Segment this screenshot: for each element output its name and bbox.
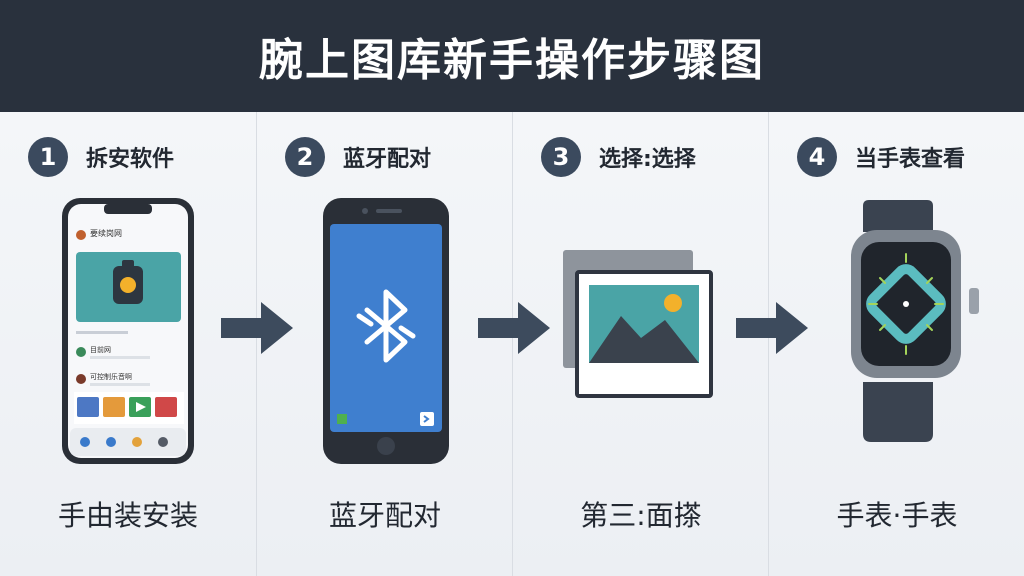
phone-icon [62, 198, 194, 464]
step-3-title: 选择:选择 [599, 147, 696, 172]
step-1-panel: 1 拆安软件 [0, 112, 256, 576]
phone-list-item-1: 目前网 [90, 346, 111, 354]
step-1-header: 1 拆安软件 [28, 137, 174, 177]
arrow-right-icon [736, 298, 810, 358]
step-3-caption: 第三:面搽 [580, 499, 702, 532]
phone-app-illustration: 要续岗网 目前网 可控制乐音啊 [0, 192, 256, 472]
step-4-panel: 4 当手表查看 [768, 112, 1024, 576]
photo-illustration [513, 192, 769, 472]
bluetooth-icon [356, 289, 416, 363]
step-2-badge: 2 [285, 137, 325, 177]
smartwatch-illustration [769, 192, 1024, 472]
step-1-caption: 手由装安装 [57, 499, 198, 532]
step-2-title: 蓝牙配对 [343, 147, 432, 172]
step-2-panel: 2 蓝牙配对 蓝牙配对 [256, 112, 512, 576]
step-1-title: 拆安软件 [86, 147, 175, 172]
arrow-right-icon [478, 298, 552, 358]
phone-list-item-2: 可控制乐音啊 [90, 373, 132, 381]
step-3-header: 3 选择:选择 [541, 137, 696, 177]
step-4-badge: 4 [797, 137, 837, 177]
page-title: 腕上图库新手操作步骤图 [259, 35, 765, 86]
header-bar: 腕上图库新手操作步骤图 [0, 0, 1024, 112]
steps-row: 1 拆安软件 [0, 112, 1024, 576]
phone-header-label: 要续岗网 [90, 229, 122, 238]
arrow-right-icon [221, 298, 295, 358]
step-4-caption: 手表·手表 [836, 499, 958, 532]
step-1-badge: 1 [28, 137, 68, 177]
bluetooth-phone-illustration [257, 192, 513, 472]
step-4-title: 当手表查看 [855, 147, 966, 172]
watch-icon [851, 200, 979, 442]
step-2-caption: 蓝牙配对 [328, 499, 441, 532]
step-3-panel: 3 选择:选择 第三:面搽 [512, 112, 768, 576]
step-4-header: 4 当手表查看 [797, 137, 965, 177]
photo-icon [563, 250, 713, 398]
step-2-header: 2 蓝牙配对 [285, 137, 431, 177]
step-3-badge: 3 [541, 137, 581, 177]
